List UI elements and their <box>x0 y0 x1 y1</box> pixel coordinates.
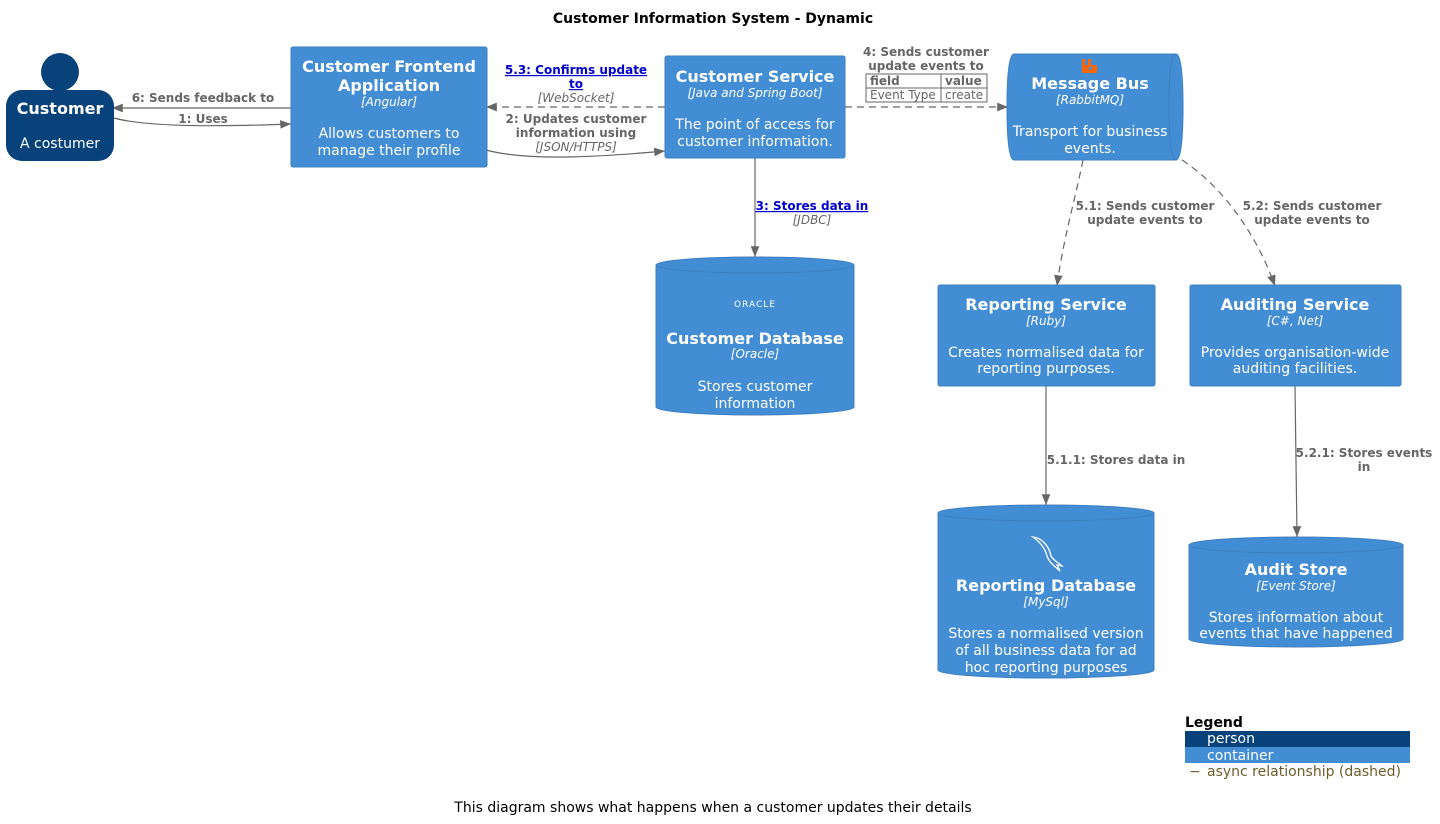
auditing-desc-1: Provides organisation-wide <box>1201 345 1390 361</box>
legend-person-label: person <box>1207 731 1255 747</box>
edge-bus-to-auditing <box>1181 159 1276 287</box>
tech-json-https: [JSON/HTTPS] <box>535 140 617 154</box>
label-sends-feedback: 6: Sends feedback to <box>132 91 275 105</box>
label-auditing-stores-2: in <box>1358 460 1371 474</box>
customer-db-tech: [Oracle] <box>731 347 780 361</box>
legend-container-swatch <box>1185 747 1410 763</box>
legend-dash-symbol: − <box>1189 764 1201 780</box>
frontend-tech: [Angular] <box>361 95 417 109</box>
bus-tech: [RabbitMQ] <box>1056 93 1124 107</box>
audit-store-desc-1: Stores information about <box>1209 610 1384 626</box>
customer-db-title: Customer Database <box>666 329 844 348</box>
label-bus-reporting-2: update events to <box>1087 213 1203 227</box>
auditing-service-container[interactable]: Auditing Service [C#, Net] Provides orga… <box>1189 284 1402 387</box>
table-header-value: value <box>945 74 982 88</box>
reporting-db-desc-3: hoc reporting purposes <box>965 660 1128 676</box>
tech-jdbc: [JDBC] <box>793 213 832 227</box>
label-bus-auditing-2: update events to <box>1254 213 1370 227</box>
frontend-desc-2: manage their profile <box>318 143 461 159</box>
label-auditing-stores-1: 5.2.1: Stores events <box>1296 446 1433 460</box>
reporting-service-container[interactable]: Reporting Service [Ruby] Creates normali… <box>937 284 1156 387</box>
legend-person-swatch <box>1185 731 1410 747</box>
label-reporting-stores: 5.1.1: Stores data in <box>1047 453 1186 467</box>
edge-uses <box>113 117 292 129</box>
customer-db-desc-1: Stores customer <box>698 379 813 395</box>
reporting-db-tech: [MySql] <box>1023 595 1069 609</box>
link-confirms-update-cont[interactable]: to <box>569 77 583 91</box>
customer-person[interactable]: Customer A costumer <box>6 53 114 161</box>
label-sends-events-2: update events to <box>868 59 984 73</box>
table-header-field: field <box>870 74 900 88</box>
tech-websocket: [WebSocket] <box>538 91 615 105</box>
service-title: Customer Service <box>676 67 835 86</box>
message-bus-queue[interactable]: Message Bus [RabbitMQ] Transport for bus… <box>1006 53 1184 161</box>
customer-db-desc-2: information <box>715 396 796 412</box>
legend-title: Legend <box>1185 715 1243 731</box>
link-stores-data[interactable]: 3: Stores data in <box>756 199 869 213</box>
audit-store-desc-2: events that have happened <box>1199 626 1393 642</box>
reporting-title: Reporting Service <box>965 295 1127 314</box>
legend-async-label: async relationship (dashed) <box>1207 764 1401 780</box>
frontend-container[interactable]: Customer Frontend Application [Angular] … <box>290 46 488 168</box>
frontend-desc-1: Allows customers to <box>319 126 460 142</box>
reporting-db-desc-1: Stores a normalised version <box>948 626 1143 642</box>
person-icon <box>41 53 79 91</box>
customer-desc: A costumer <box>20 136 100 152</box>
customer-service-container[interactable]: Customer Service [Java and Spring Boot] … <box>664 55 846 159</box>
auditing-desc-2: auditing facilities. <box>1233 361 1357 377</box>
label-updates-customer-1: 2: Updates customer <box>506 112 647 126</box>
reporting-db-desc-2: of all business data for ad <box>955 643 1136 659</box>
audit-store-tech: [Event Store] <box>1256 579 1336 593</box>
edge-bus-to-reporting <box>1054 159 1084 287</box>
oracle-logo: ORACLE <box>734 300 776 310</box>
label-bus-reporting-1: 5.1: Sends customer <box>1076 199 1215 213</box>
service-desc-1: The point of access for <box>674 117 835 133</box>
edge-updates-customer <box>485 147 666 158</box>
reporting-desc-2: reporting purposes. <box>977 361 1114 377</box>
link-confirms-update[interactable]: 5.3: Confirms update <box>505 63 647 77</box>
reporting-database[interactable]: Reporting Database [MySql] Stores a norm… <box>937 504 1155 679</box>
mysql-dolphin-icon <box>1030 536 1064 572</box>
reporting-db-title: Reporting Database <box>956 576 1136 595</box>
customer-title: Customer <box>17 99 104 118</box>
bus-title: Message Bus <box>1031 74 1149 93</box>
table-cell-event-type: Event Type <box>870 88 936 102</box>
rabbitmq-icon <box>1082 59 1097 73</box>
audit-store-database[interactable]: Audit Store [Event Store] Stores informa… <box>1188 536 1404 648</box>
reporting-tech: [Ruby] <box>1026 314 1066 328</box>
frontend-title-1: Customer Frontend <box>302 57 476 76</box>
auditing-tech: [C#, Net] <box>1267 314 1324 328</box>
customer-database[interactable]: ORACLE Customer Database [Oracle] Stores… <box>655 256 855 416</box>
label-uses: 1: Uses <box>178 112 228 126</box>
label-updates-customer-2: information using <box>516 126 636 140</box>
reporting-desc-1: Creates normalised data for <box>948 345 1144 361</box>
legend-container-label: container <box>1207 748 1274 764</box>
event-properties-table: field value Event Type create <box>865 73 988 103</box>
table-cell-create: create <box>945 88 983 102</box>
frontend-title-2: Application <box>338 76 440 95</box>
auditing-title: Auditing Service <box>1221 295 1370 314</box>
diagram-title: Customer Information System - Dynamic <box>553 11 873 27</box>
label-bus-auditing-1: 5.2: Sends customer <box>1243 199 1382 213</box>
label-sends-events-1: 4: Sends customer <box>863 45 989 59</box>
edge-auditing-stores <box>1292 385 1302 538</box>
diagram-footer: This diagram shows what happens when a c… <box>453 800 971 816</box>
bus-desc-2: events. <box>1064 141 1116 157</box>
bus-desc-1: Transport for business <box>1012 124 1168 140</box>
legend: Legend person container − async relation… <box>1185 715 1410 780</box>
audit-store-title: Audit Store <box>1245 560 1348 579</box>
service-desc-2: customer information. <box>677 134 833 150</box>
service-tech: [Java and Spring Boot] <box>687 86 822 100</box>
